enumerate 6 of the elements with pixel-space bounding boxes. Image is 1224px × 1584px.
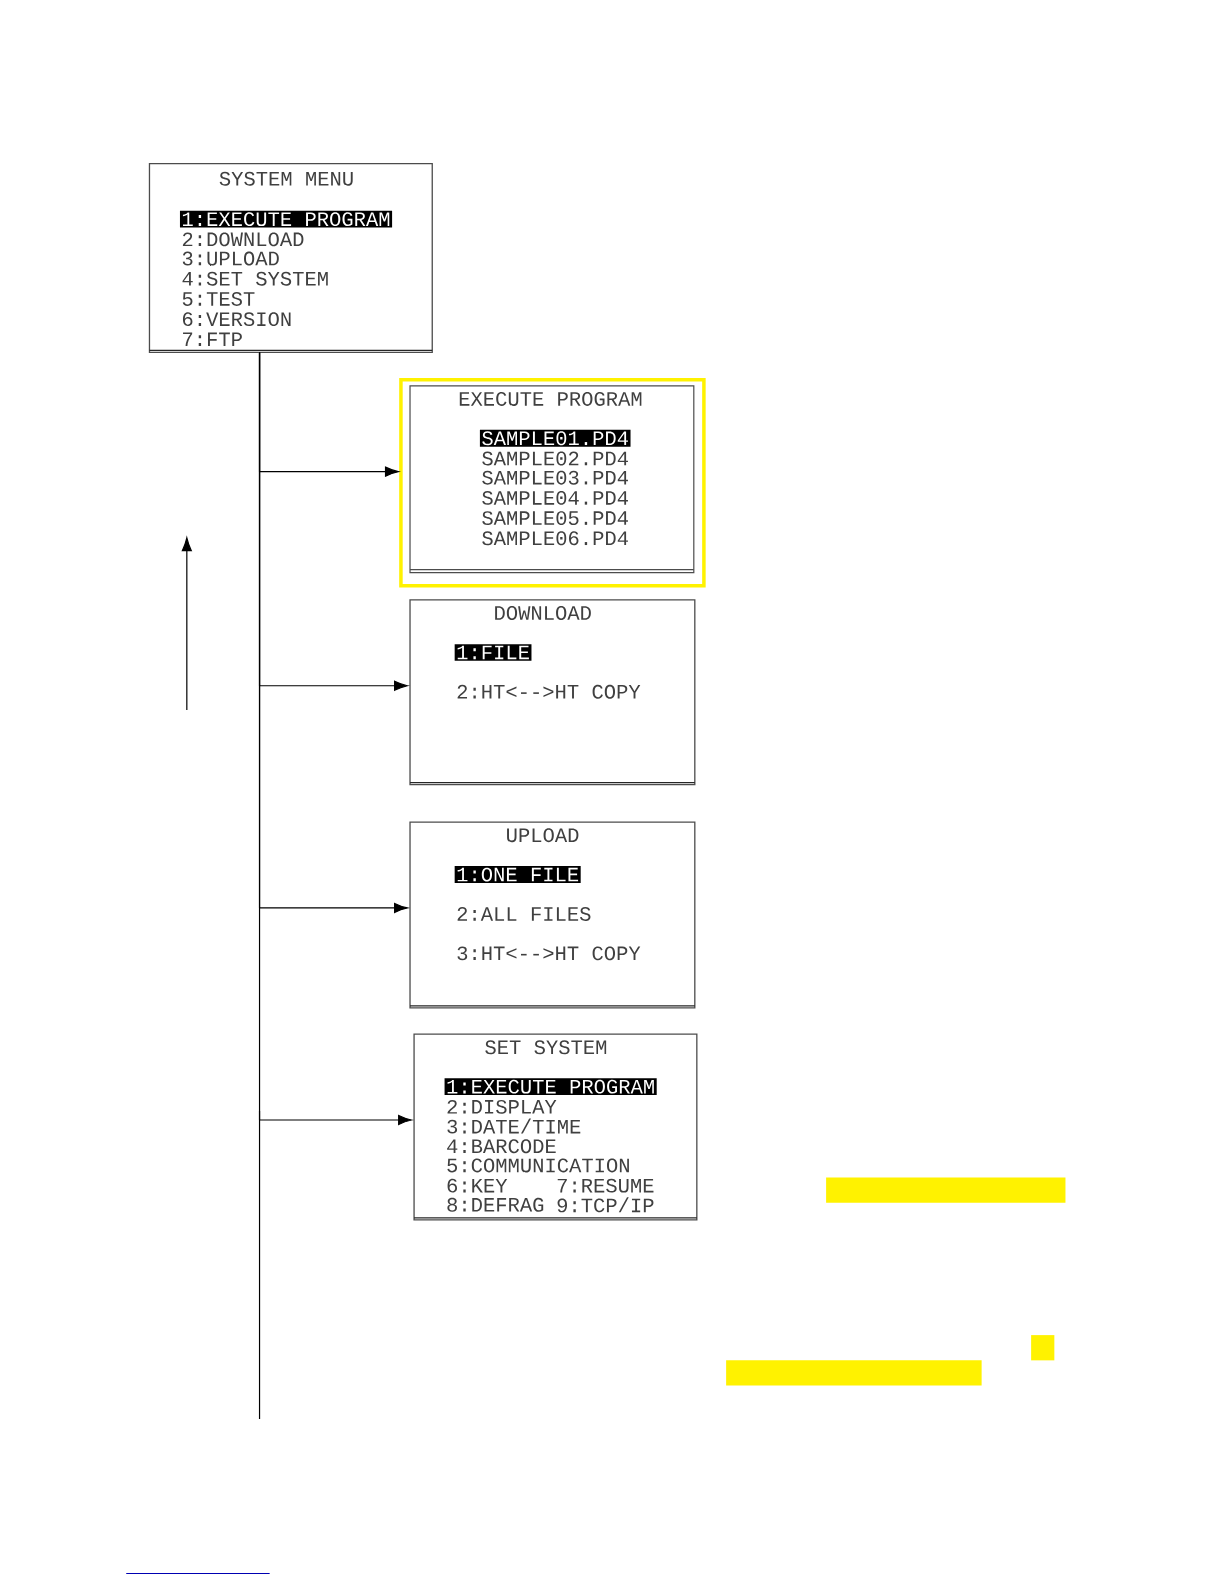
menu-screen: DOWNLOAD 1:FILE 2:HT<-->HT COPY <box>409 599 696 786</box>
menu-screen: SET SYSTEM 1:EXECUTE PROGRAM 2:DISPLAY 3:DATE/TIME 4:BARCODE 5:COMMUNICATION 6:KEY 7:RESUME 8:DEFRAG 9:TCP/IP <box>413 1033 698 1221</box>
menu-screen: EXECUTE PROGRAM SAMPLE01.PD4 SAMPLE02.PD4 SAMPLE03.PD4 SAMPLE04.PD4 SAMPLE05.PD4 SAMPLE06.PD4 <box>399 378 706 588</box>
menu-screen: UPLOAD 1:ONE FILE 2:ALL FILES 3:HT<-->HT COPY <box>409 821 696 1009</box>
arrow <box>258 351 412 1126</box>
menu-screen: SYSTEM MENU 1:EXECUTE PROGRAM 2:DOWNLOAD 3:UPLOAD 4:SET SYSTEM 5:TEST 6:VERSION 7:FTP <box>148 162 433 354</box>
